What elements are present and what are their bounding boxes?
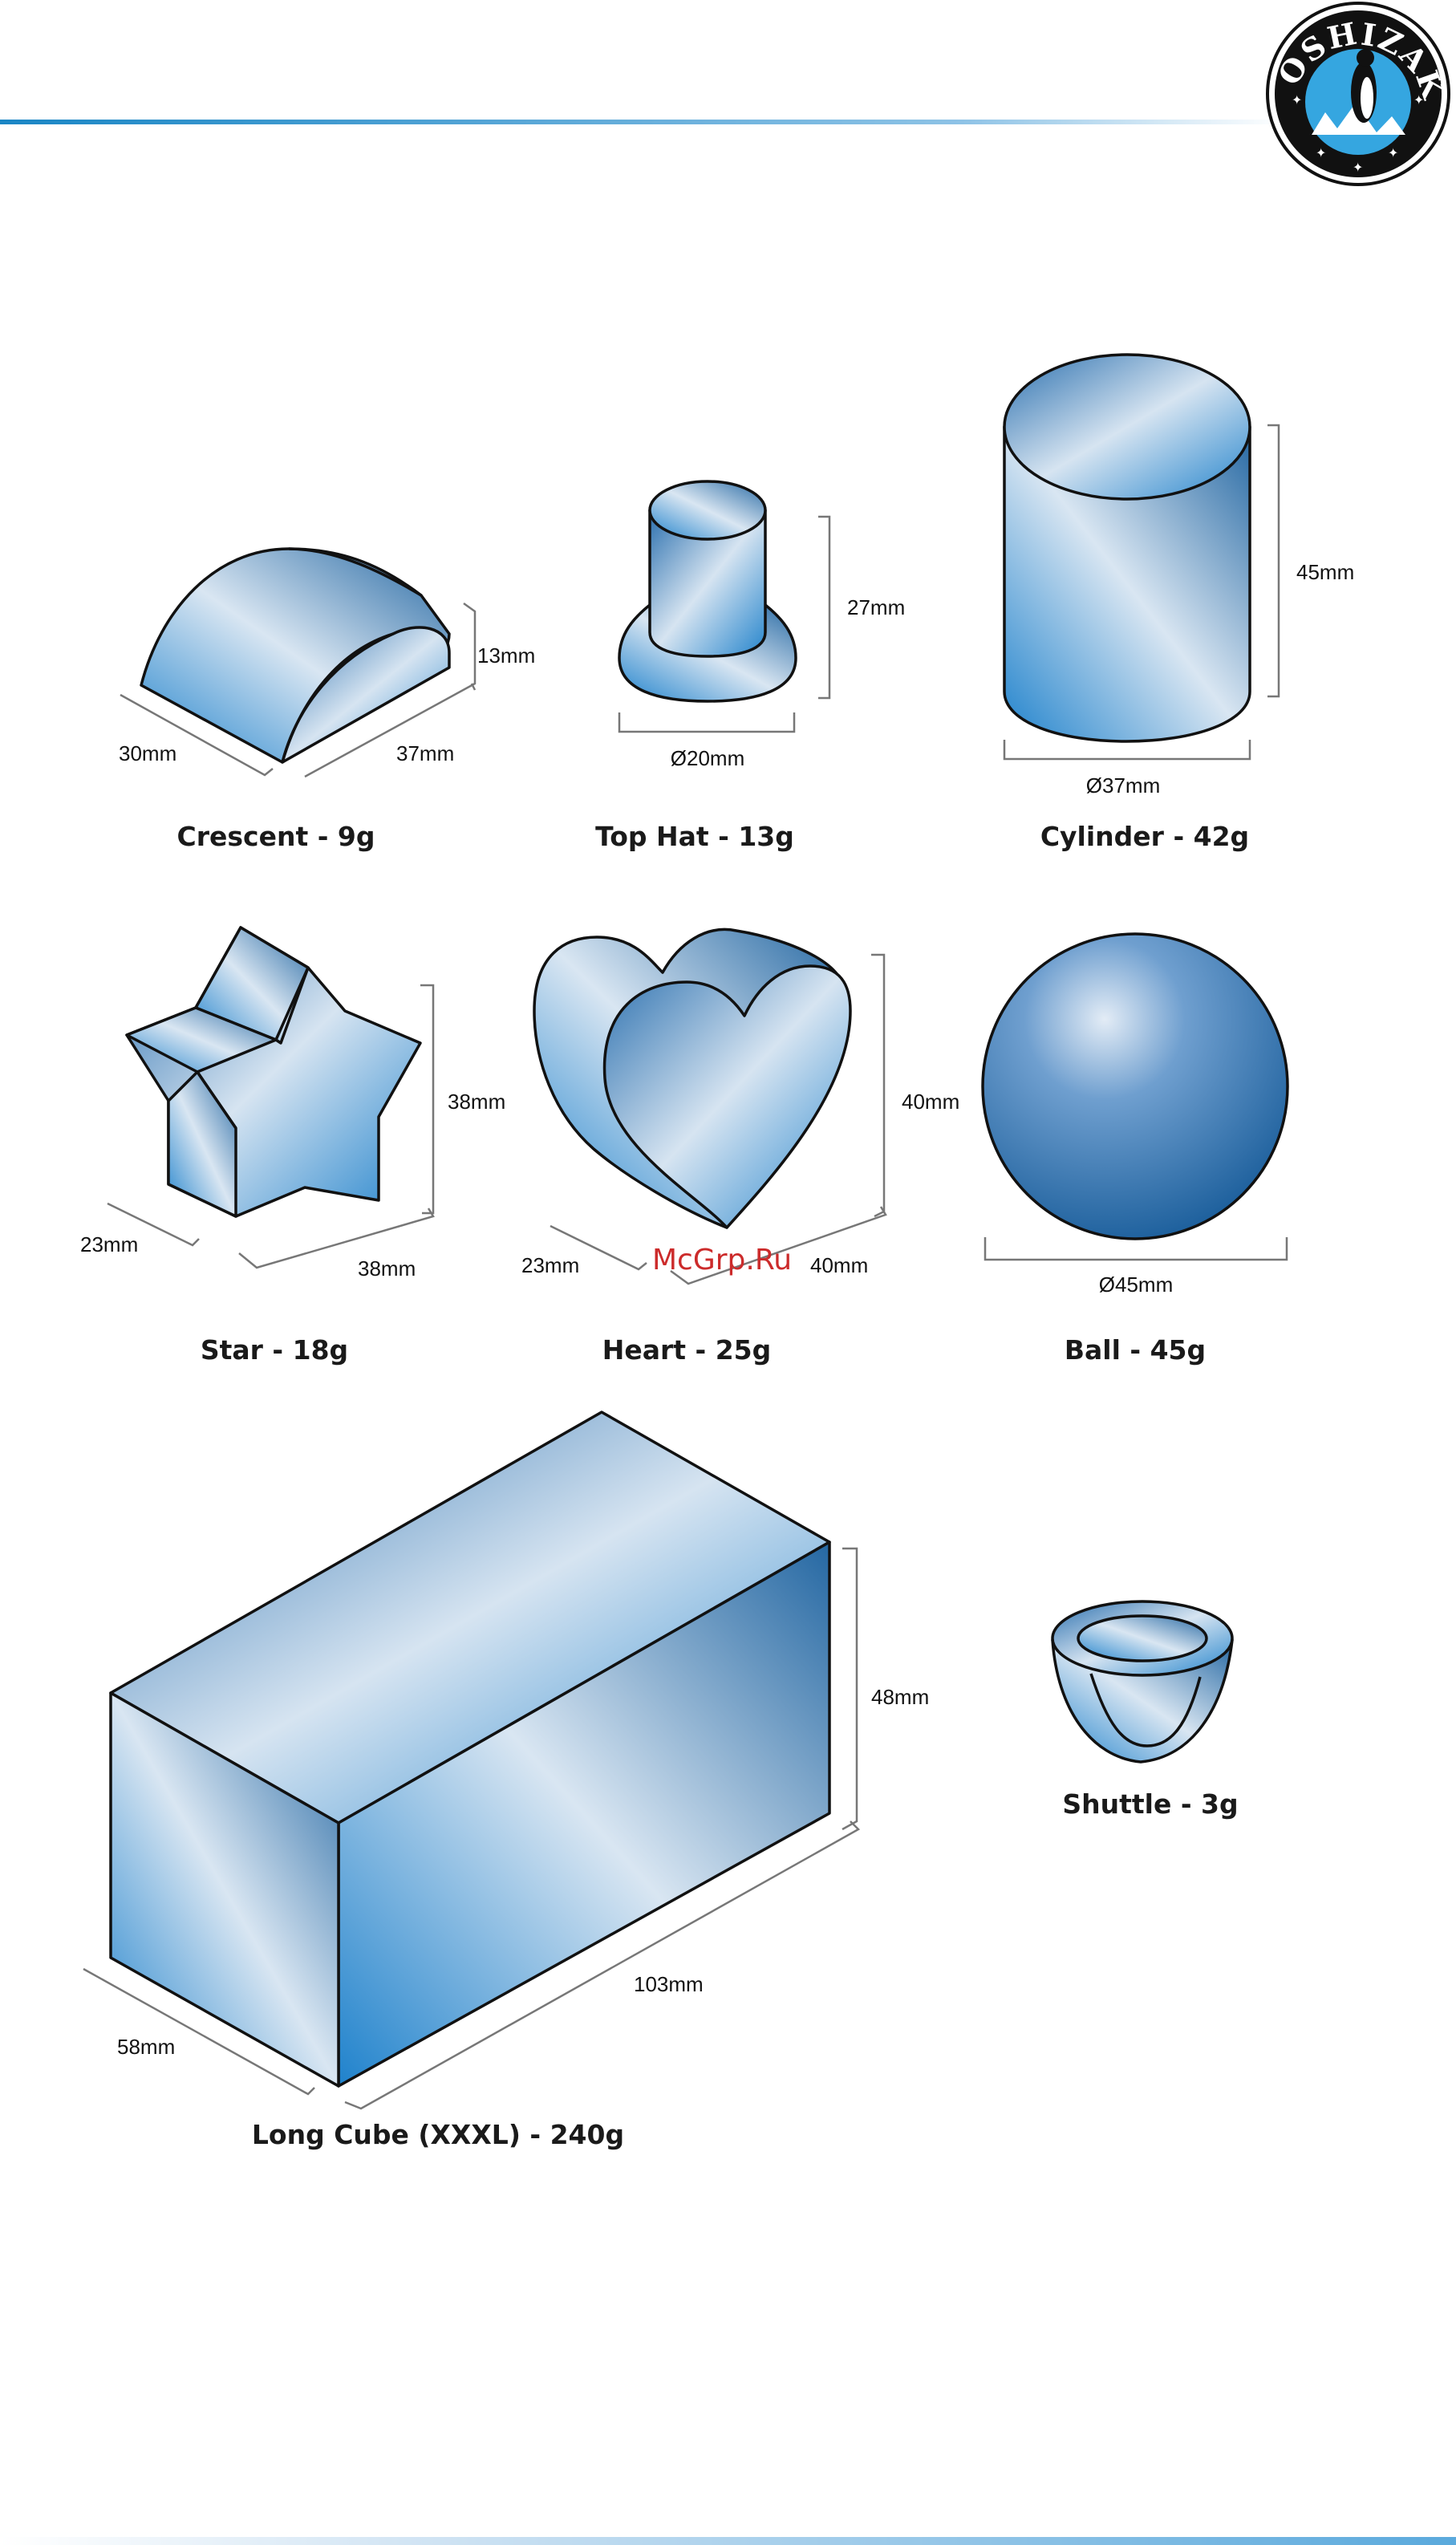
ball-ice (983, 934, 1288, 1260)
ball-dim-diameter: Ø45mm (1099, 1272, 1173, 1297)
longcube-caption: Long Cube (XXXL) - 240g (252, 2119, 624, 2150)
cylinder-dim-height: 45mm (1296, 560, 1354, 584)
svg-text:✦: ✦ (1316, 145, 1326, 160)
svg-text:✦: ✦ (1413, 92, 1424, 108)
tophat-dim-height: 27mm (847, 595, 905, 619)
heart-dim-width: 40mm (810, 1253, 868, 1277)
star-dim-width: 38mm (358, 1256, 416, 1281)
cylinder-caption: Cylinder - 42g (1040, 821, 1249, 852)
heart-dim-depth: 23mm (521, 1253, 579, 1277)
longcube-ice (83, 1412, 858, 2109)
ball-caption: Ball - 45g (1065, 1334, 1206, 1366)
cylinder-dim-diameter: Ø37mm (1086, 773, 1160, 798)
crescent-dim-height: 13mm (477, 643, 535, 668)
crescent-caption: Crescent - 9g (177, 821, 375, 852)
crescent-dim-depth: 30mm (119, 741, 176, 765)
brand-name: HOSHIZAKI (0, 0, 1452, 104)
cylinder-ice (1004, 355, 1279, 759)
footer-bar (0, 2537, 1456, 2545)
watermark: McGrp.Ru (652, 1244, 792, 1277)
svg-text:✦: ✦ (1292, 92, 1302, 108)
shuttle-caption: Shuttle - 3g (1062, 1788, 1238, 1820)
star-dim-height: 38mm (448, 1090, 505, 1114)
longcube-dim-height: 48mm (871, 1685, 929, 1709)
tophat-caption: Top Hat - 13g (595, 821, 794, 852)
star-ice (107, 927, 433, 1268)
longcube-dim-length: 103mm (634, 1972, 704, 1996)
header-bar (0, 120, 1284, 124)
hoshizaki-logo: HOSHIZAKI ✦ ✦ ✦ ✦ ✦ (0, 0, 1452, 185)
svg-text:✦: ✦ (1353, 160, 1363, 175)
star-caption: Star - 18g (201, 1334, 348, 1366)
svg-text:HOSHIZAKI: HOSHIZAKI (0, 0, 1452, 104)
crescent-dim-width: 37mm (396, 741, 454, 765)
star-dim-depth: 23mm (80, 1232, 138, 1256)
heart-dim-height: 40mm (902, 1090, 959, 1114)
tophat-dim-diameter: Ø20mm (671, 746, 744, 770)
tophat-ice (619, 481, 829, 732)
longcube-dim-width: 58mm (117, 2035, 175, 2059)
heart-caption: Heart - 25g (602, 1334, 772, 1366)
heart-ice (534, 929, 886, 1284)
svg-text:✦: ✦ (1388, 145, 1398, 160)
shuttle-ice (1052, 1601, 1232, 1762)
